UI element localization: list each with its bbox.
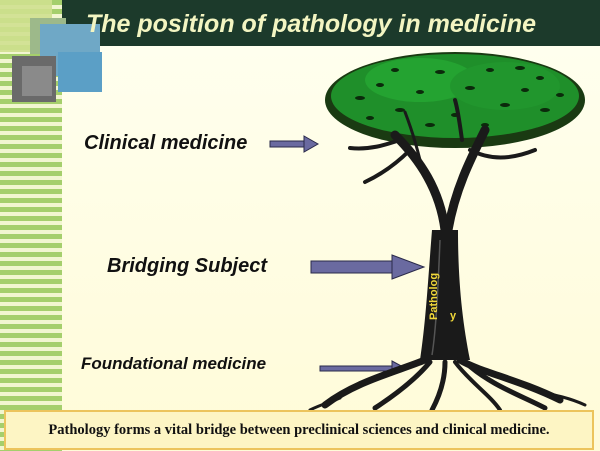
bridging-arrow	[310, 254, 426, 280]
trunk-label: Patholog y	[428, 254, 456, 334]
cube-decoration	[0, 0, 102, 102]
trunk-label-tail: y	[450, 310, 457, 322]
caption-text: Pathology forms a vital bridge between p…	[48, 421, 550, 438]
foundational-medicine-label: Foundational medicine	[81, 354, 267, 373]
slide-title: The position of pathology in medicine	[86, 10, 536, 38]
clinical-arrow	[269, 135, 320, 153]
tree-branches	[348, 98, 537, 235]
caption-box: Pathology forms a vital bridge between p…	[4, 410, 594, 450]
tree-trunk	[420, 230, 470, 360]
bridging-subject-label: Bridging Subject	[107, 255, 267, 277]
title-bar	[62, 0, 600, 46]
tree-illustration	[308, 52, 587, 413]
trunk-label-main: Patholog	[428, 272, 440, 320]
clinical-medicine-label: Clinical medicine	[84, 132, 248, 154]
tree-roots	[308, 356, 587, 413]
